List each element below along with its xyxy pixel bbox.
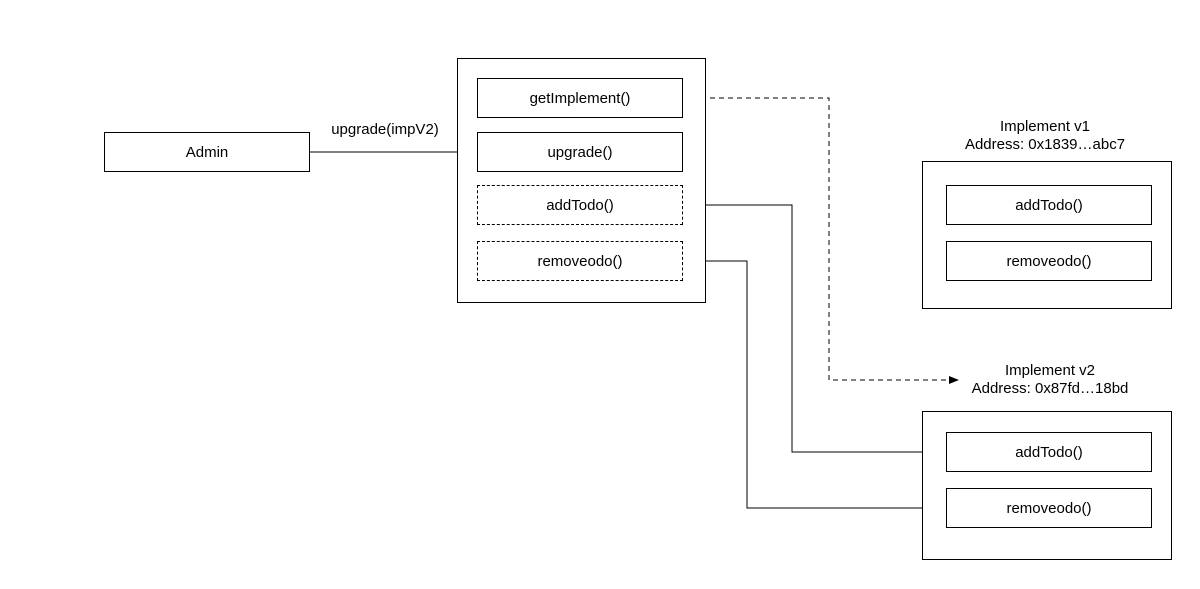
getimplement-to-v2-arrow [683,97,959,384]
method-label: removeodo() [1006,252,1092,270]
proxy-getimplement-method: getImplement() [477,78,683,118]
addtodo-to-v2-arrow [683,204,946,456]
method-label: addTodo() [1015,443,1083,461]
proxy-addtodo-method: addTodo() [477,185,683,225]
method-label: removeodo() [537,252,623,270]
method-label: addTodo() [1015,196,1083,214]
impl-v2-address: Address: 0x87fd…18bd [971,380,1129,397]
impl-v2-title: Implement v2 [1004,362,1096,379]
admin-label: Admin [185,143,229,161]
method-label: removeodo() [1006,499,1092,517]
removeodo-to-v2-arrow [683,260,946,512]
impl-v1-box [922,161,1172,309]
admin-node: Admin [104,132,310,172]
upgrade-edge-label: upgrade(impV2) [331,121,439,138]
method-label: upgrade() [547,143,613,161]
method-label: addTodo() [546,196,614,214]
impl-v2-removeodo-method: removeodo() [946,488,1152,528]
impl-v1-title: Implement v1 [999,118,1091,135]
proxy-removeodo-method: removeodo() [477,241,683,281]
method-label: getImplement() [529,89,631,107]
impl-v1-addtodo-method: addTodo() [946,185,1152,225]
impl-v2-addtodo-method: addTodo() [946,432,1152,472]
impl-v1-address: Address: 0x1839…abc7 [964,136,1126,153]
impl-v1-removeodo-method: removeodo() [946,241,1152,281]
proxy-upgrade-method: upgrade() [477,132,683,172]
